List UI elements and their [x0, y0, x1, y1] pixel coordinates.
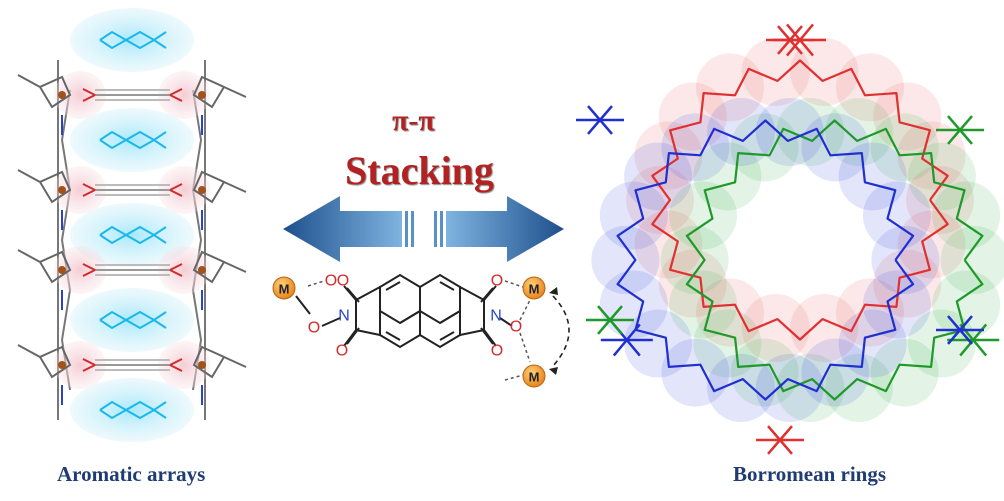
title-stacking: Stacking [345, 148, 494, 193]
metal-atom-bottom-right: M [522, 364, 546, 388]
oxygen-label: O [336, 343, 348, 360]
right-arrow [434, 196, 564, 262]
oxygen-label: O [510, 319, 522, 336]
metal-atom-top-right: M [522, 276, 546, 300]
coordination-bonds [307, 280, 531, 381]
oxygen-label: O [491, 273, 503, 290]
oxygen-label: O [337, 273, 349, 290]
aromatic-array-structure [17, 8, 247, 442]
nitrogen-label: N [338, 308, 350, 325]
oxygen-label: O [308, 320, 320, 337]
caption-aromatic-arrays: Aromatic arrays [57, 462, 206, 486]
oxygen-label: O [325, 273, 337, 290]
nitrogen-label: N [490, 308, 502, 325]
ndi-molecule [295, 273, 513, 349]
oxygen-label: O [491, 343, 503, 360]
svg-text:M: M [279, 282, 290, 297]
caption-borromean-rings: Borromean rings [733, 462, 887, 486]
svg-text:M: M [529, 370, 540, 385]
metal-atom-left: M [272, 276, 296, 300]
borromean-rings-structure [576, 23, 1004, 455]
curved-arrow [552, 295, 570, 367]
svg-text:M: M [529, 282, 540, 297]
left-arrow [283, 196, 414, 262]
title-pi-pi: π-π [392, 104, 435, 137]
